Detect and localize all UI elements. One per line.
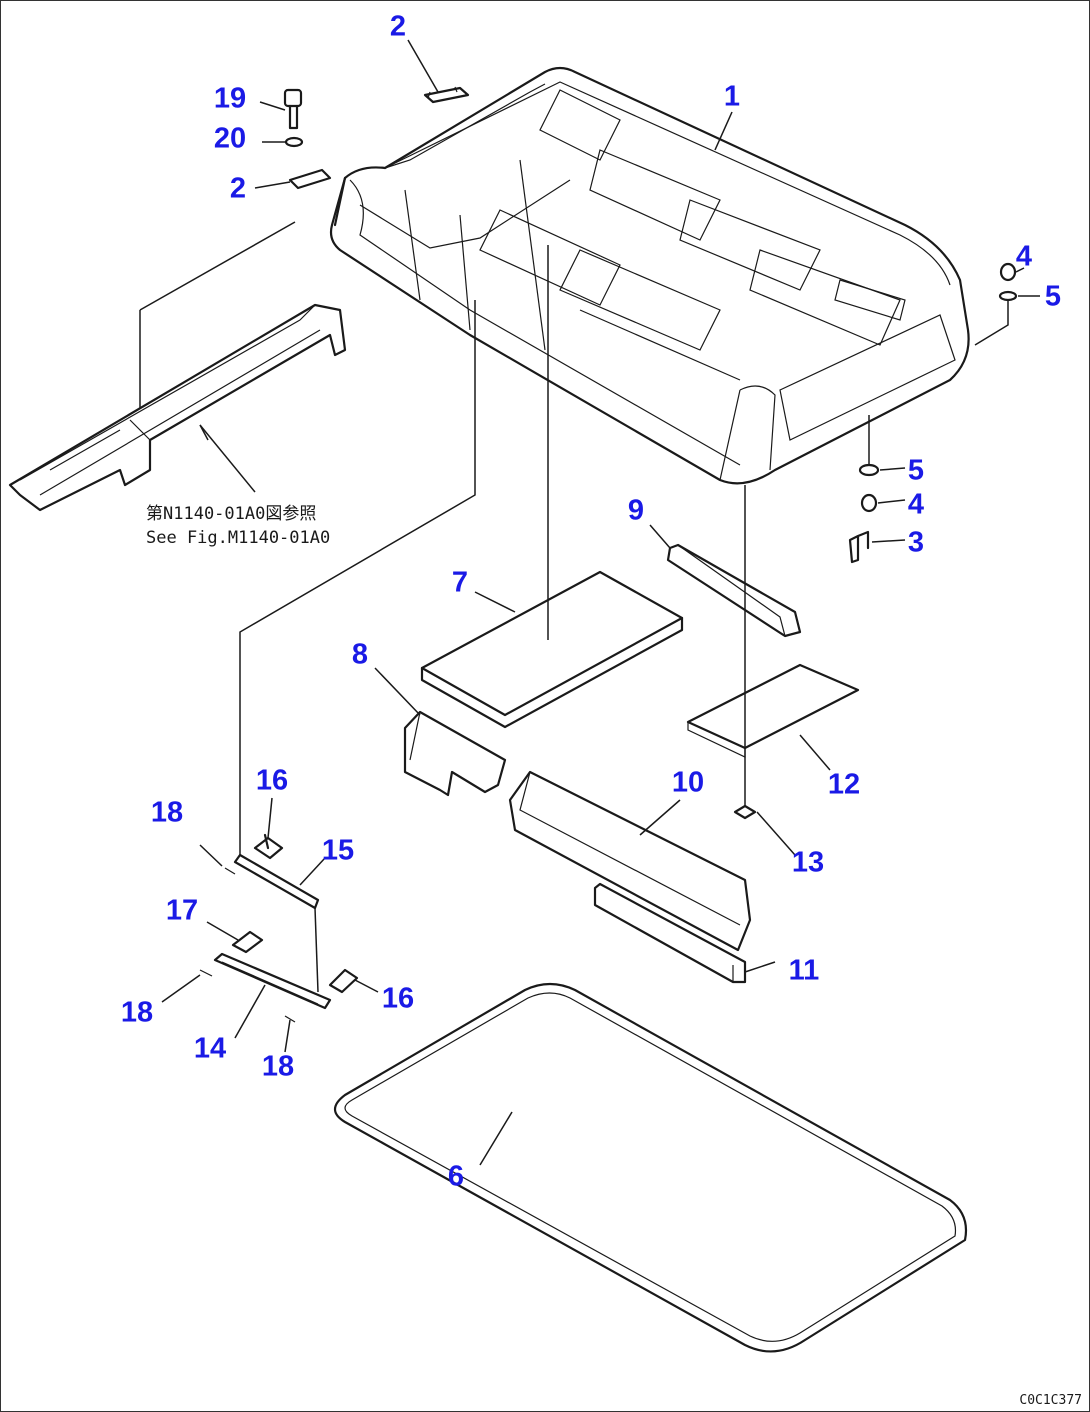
support-bar-part-15	[233, 853, 320, 910]
frame-rail	[8, 303, 347, 512]
drawing-code: C0C1C377	[1019, 1393, 1082, 1408]
callout-c15: 15	[322, 835, 354, 867]
clip-part-18-left	[199, 969, 213, 977]
callout-c2a: 2	[390, 11, 406, 43]
support-bar-part-14	[213, 952, 332, 1010]
clip-part-18-lower	[284, 1015, 296, 1023]
callout-c14: 14	[194, 1033, 226, 1065]
callout-c1: 1	[724, 81, 740, 113]
washer-part-5-lower	[858, 463, 880, 477]
callout-c19: 19	[214, 83, 246, 115]
bolt-part-16-lower	[328, 968, 359, 994]
callout-c4a: 4	[1016, 241, 1032, 273]
callout-c7: 7	[452, 567, 468, 599]
seal-ring-part-6	[333, 982, 968, 1353]
callout-c18c: 18	[262, 1051, 294, 1083]
callout-c8: 8	[352, 639, 368, 671]
leader-lines	[161, 39, 1040, 1166]
bolt-part-16-upper	[253, 833, 284, 860]
callout-c9: 9	[628, 495, 644, 527]
nut-part-4-lower	[860, 493, 878, 513]
corner-trim-part-8	[403, 710, 507, 797]
hinge-bracket-part-2-left	[288, 168, 332, 190]
callout-c11: 11	[789, 955, 820, 987]
callout-c18a: 18	[151, 797, 183, 829]
washer-part-20	[284, 136, 304, 148]
bolt-part-19	[283, 88, 303, 130]
hinge-bracket-part-2-top	[423, 86, 470, 104]
callout-c6: 6	[448, 1161, 464, 1193]
callout-c16b: 16	[382, 983, 414, 1015]
bolt-part-3	[848, 530, 870, 564]
callout-c3: 3	[908, 527, 924, 559]
alignment-lines	[139, 221, 1009, 993]
pad-part-12	[686, 663, 860, 758]
callout-c16a: 16	[256, 765, 288, 797]
callout-c20: 20	[214, 123, 246, 155]
clip-part-18-upper	[224, 867, 236, 875]
bolt-part-17	[231, 930, 264, 954]
side-trim-part-10	[508, 770, 752, 952]
reference-note-line-2: See Fig.M1140-01A0	[146, 528, 330, 548]
trim-strip-part-9	[666, 543, 802, 638]
callout-c17: 17	[166, 895, 198, 927]
callout-c2b: 2	[230, 173, 246, 205]
nut-part-4-upper	[999, 262, 1017, 282]
reference-note-line-1: 第N1140-01A0図参照	[146, 504, 316, 524]
callout-c13: 13	[792, 847, 824, 879]
filler-strip-part-11	[593, 882, 747, 984]
clip-part-13	[733, 804, 757, 820]
washer-part-5-upper	[998, 290, 1018, 302]
callout-c5b: 5	[908, 455, 924, 487]
callout-c4b: 4	[908, 489, 924, 521]
roof-panel-part-1	[329, 66, 970, 485]
callout-c5a: 5	[1045, 281, 1061, 313]
callout-c10: 10	[672, 767, 704, 799]
callout-c12: 12	[828, 769, 860, 801]
headliner-pad-part-7	[420, 570, 684, 729]
callout-c18b: 18	[121, 997, 153, 1029]
